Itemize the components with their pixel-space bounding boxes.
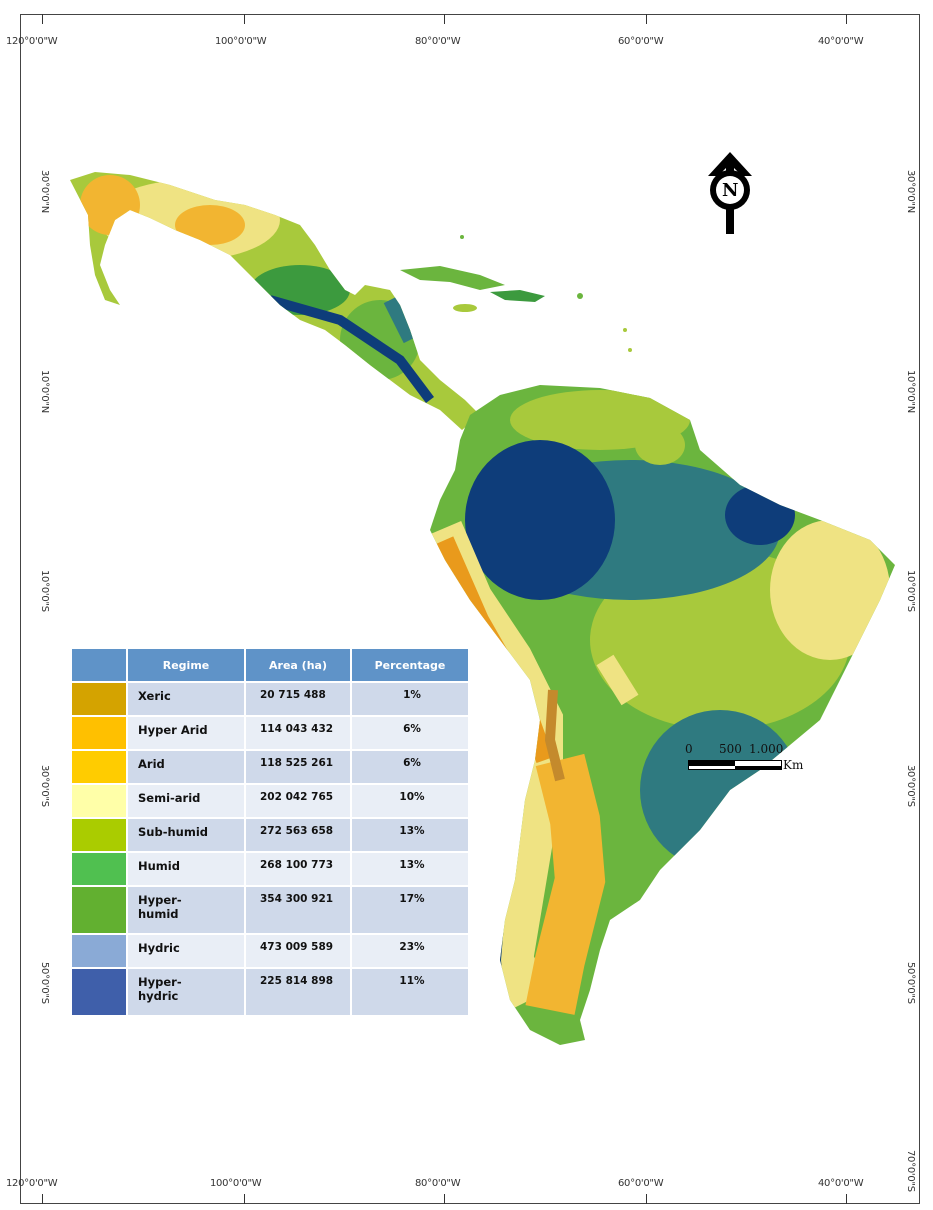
legend-swatch xyxy=(72,935,126,967)
north-arrow-letter: N xyxy=(722,180,739,201)
legend-area: 473 009 589 xyxy=(246,935,350,967)
legend-swatch xyxy=(72,887,126,933)
lat-label-right-1: 30°0'0"N xyxy=(905,170,916,213)
legend-area: 114 043 432 xyxy=(246,717,350,749)
legend-percentage: 17% xyxy=(352,887,468,933)
legend-percentage: 11% xyxy=(352,969,468,1015)
legend-regime: Hyper- hydric xyxy=(128,969,244,1015)
legend-percentage: 6% xyxy=(352,717,468,749)
lon-label-bottom-3: 80°0'0"W xyxy=(415,1178,461,1189)
lon-label-bottom-5: 40°0'0"W xyxy=(818,1178,864,1189)
lon-label-top-2: 100°0'0"W xyxy=(215,36,267,47)
legend-area: 354 300 921 xyxy=(246,887,350,933)
lon-label-top-5: 40°0'0"W xyxy=(818,36,864,47)
tick-bottom-3 xyxy=(444,1194,445,1204)
legend-regime: Xeric xyxy=(128,683,244,715)
tick-bottom-1 xyxy=(42,1194,43,1204)
lat-label-right-3: 10°0'0"S xyxy=(905,570,916,612)
legend-header-swatch xyxy=(72,649,126,681)
lat-label-left-3: 10°0'0"S xyxy=(39,570,50,612)
legend-area: 118 525 261 xyxy=(246,751,350,783)
lat-label-right-5: 50°0'0"S xyxy=(905,962,916,1004)
central-america-regimes xyxy=(70,172,480,430)
lat-label-left-4: 30°0'0"S xyxy=(39,765,50,807)
legend-area: 20 715 488 xyxy=(246,683,350,715)
tick-top-3 xyxy=(444,14,445,24)
legend-regime: Hydric xyxy=(128,935,244,967)
map-frame xyxy=(20,14,920,1204)
legend-percentage: 10% xyxy=(352,785,468,817)
tick-top-4 xyxy=(646,14,647,24)
lon-label-top-1: 120°0'0"W xyxy=(6,36,58,47)
lat-label-right-4: 30°0'0"S xyxy=(905,765,916,807)
caribbean-islands xyxy=(400,235,632,352)
legend-percentage: 23% xyxy=(352,935,468,967)
lat-label-right-2: 10°0'0"N xyxy=(905,370,916,413)
tick-top-2 xyxy=(244,14,245,24)
lat-label-right-6: 70°0'0"S xyxy=(905,1150,916,1192)
lon-label-bottom-2: 100°0'0"W xyxy=(210,1178,262,1189)
legend-percentage: 13% xyxy=(352,819,468,851)
legend-swatch xyxy=(72,969,126,1015)
lon-label-top-4: 60°0'0"W xyxy=(618,36,664,47)
legend-regime: Arid xyxy=(128,751,244,783)
legend-regime: Hyper- humid xyxy=(128,887,244,933)
lon-label-bottom-1: 120°0'0"W xyxy=(6,1178,58,1189)
scale-bar-graphic-lower xyxy=(688,766,782,770)
lon-label-top-3: 80°0'0"W xyxy=(415,36,461,47)
legend-regime: Humid xyxy=(128,853,244,885)
legend-percentage: 1% xyxy=(352,683,468,715)
tick-bottom-5 xyxy=(846,1194,847,1204)
legend-area: 268 100 773 xyxy=(246,853,350,885)
lat-label-left-2: 10°0'0"N xyxy=(39,370,50,413)
tick-bottom-2 xyxy=(244,1194,245,1204)
scale-unit: Km xyxy=(783,758,804,772)
scale-label-500: 500 xyxy=(719,742,742,756)
legend-area: 272 563 658 xyxy=(246,819,350,851)
legend-percentage: 13% xyxy=(352,853,468,885)
legend-swatch xyxy=(72,785,126,817)
scale-label-1000: 1.000 xyxy=(749,742,784,756)
legend-percentage: 6% xyxy=(352,751,468,783)
legend-swatch xyxy=(72,717,126,749)
tick-top-1 xyxy=(42,14,43,24)
legend-swatch xyxy=(72,683,126,715)
legend-header-percentage: Percentage xyxy=(352,649,468,681)
legend-swatch xyxy=(72,751,126,783)
legend-area: 202 042 765 xyxy=(246,785,350,817)
lat-label-left-1: 30°0'0"N xyxy=(39,170,50,213)
legend-header-row: Regime Area (ha) Percentage xyxy=(72,649,468,681)
legend-regime: Semi-arid xyxy=(128,785,244,817)
lat-label-left-5: 50°0'0"S xyxy=(39,962,50,1004)
lon-label-bottom-4: 60°0'0"W xyxy=(618,1178,664,1189)
legend-header-regime: Regime xyxy=(128,649,244,681)
north-arrow-icon xyxy=(708,152,752,234)
legend-swatch xyxy=(72,853,126,885)
scale-label-0: 0 xyxy=(685,742,693,756)
tick-top-5 xyxy=(846,14,847,24)
tick-bottom-4 xyxy=(646,1194,647,1204)
legend-regime: Sub-humid xyxy=(128,819,244,851)
legend-regime: Hyper Arid xyxy=(128,717,244,749)
legend-header-area: Area (ha) xyxy=(246,649,350,681)
legend-area: 225 814 898 xyxy=(246,969,350,1015)
legend-swatch xyxy=(72,819,126,851)
south-america-regimes xyxy=(430,385,895,1045)
